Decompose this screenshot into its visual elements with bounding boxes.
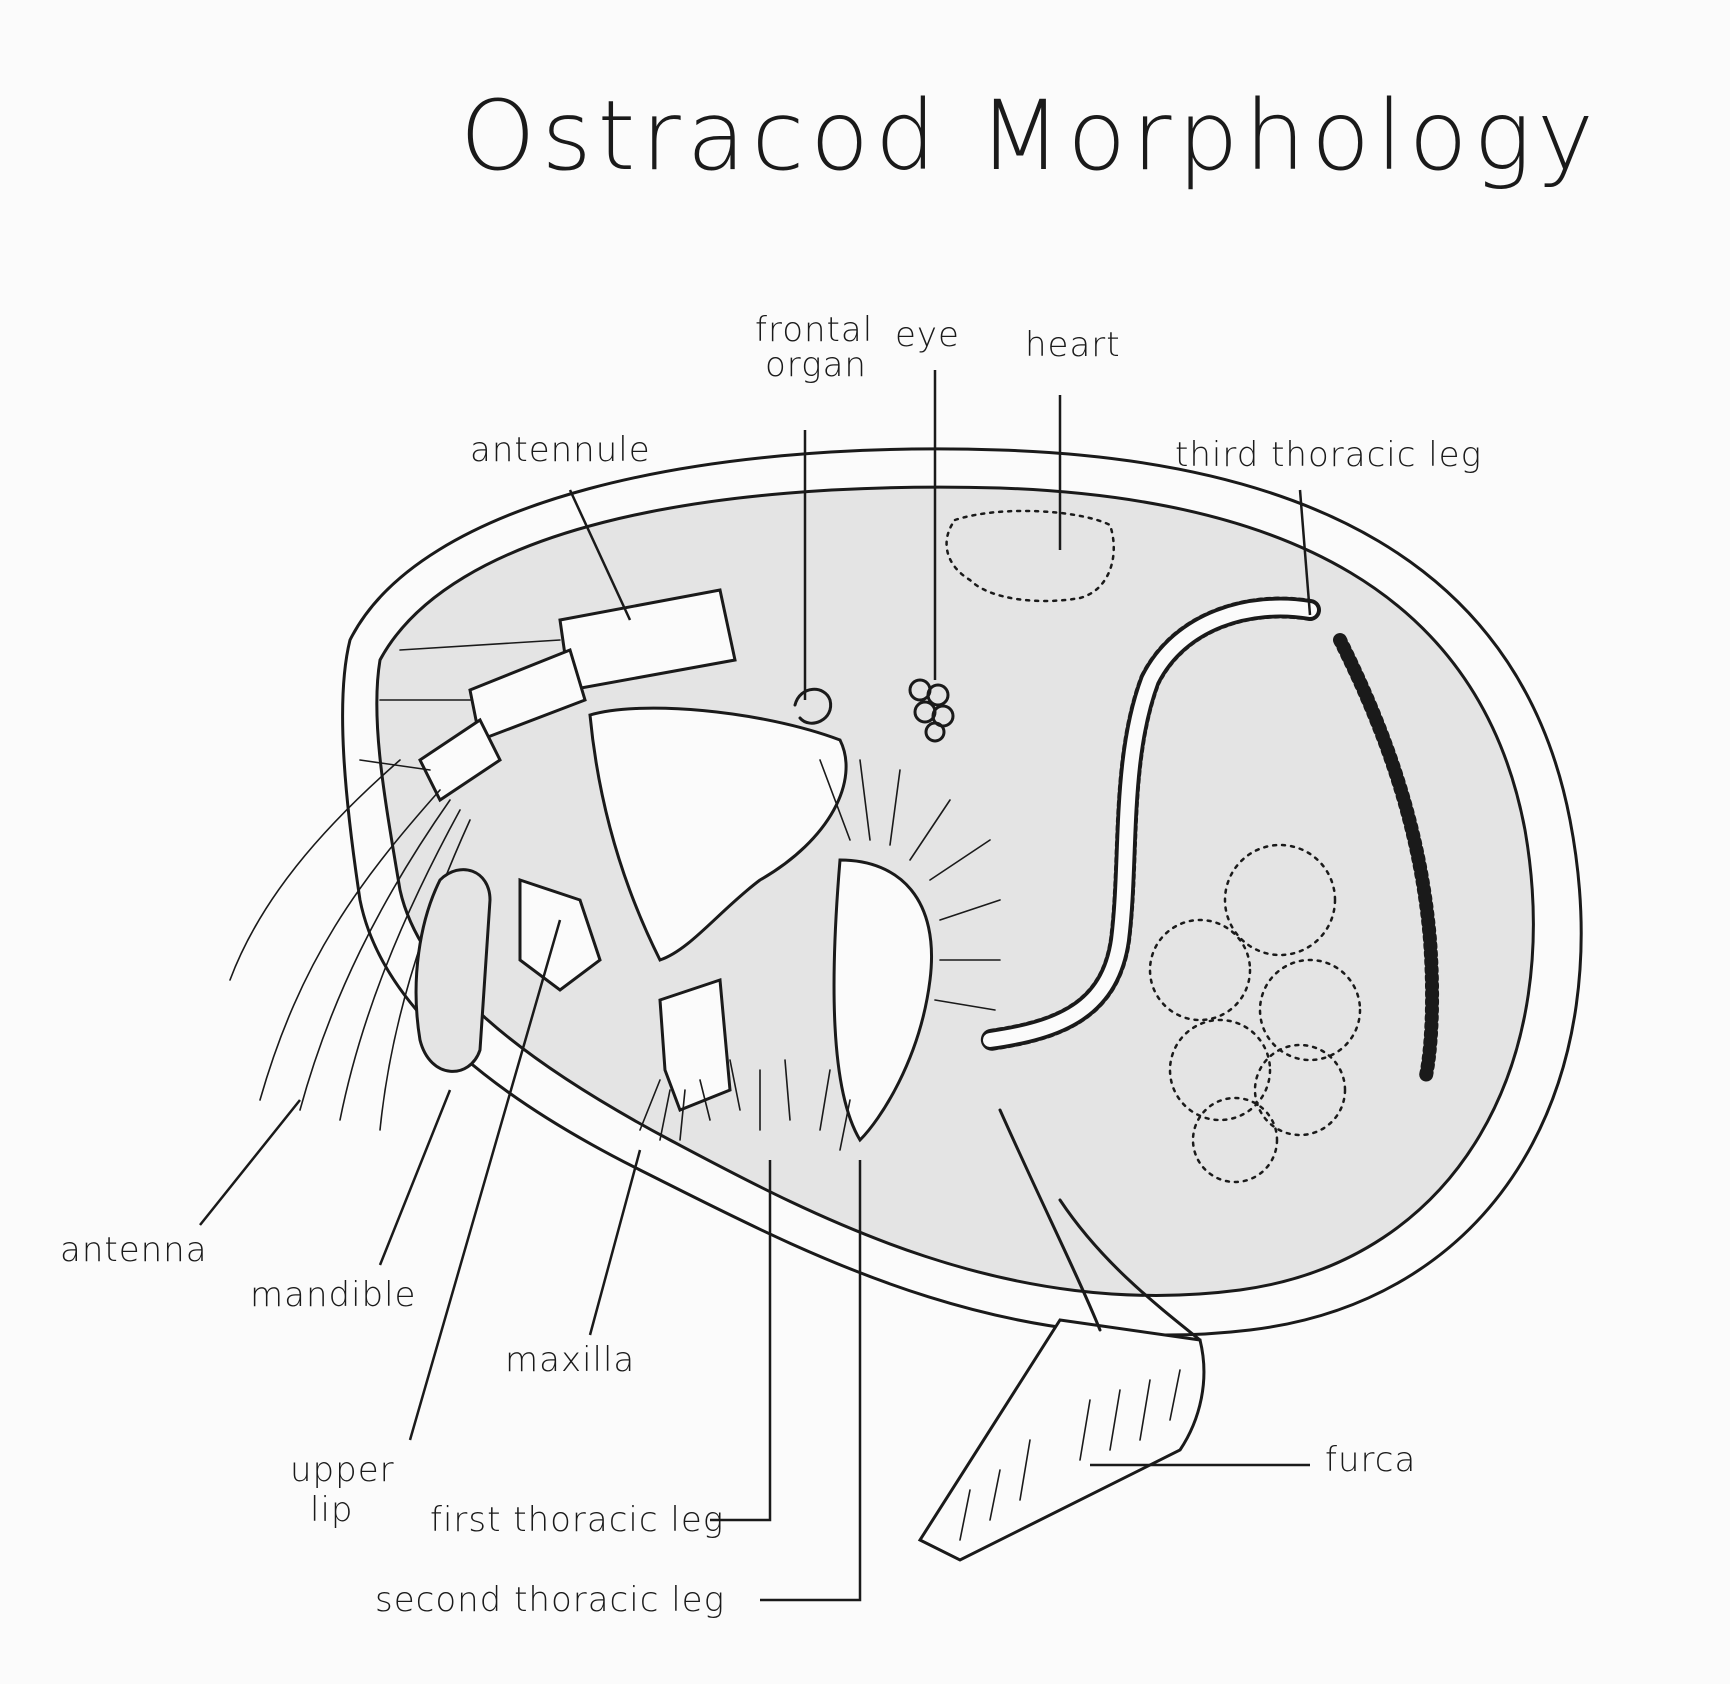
label-antenna: antenna <box>60 1230 208 1270</box>
label-second-thoracic-leg: second thoracic leg <box>375 1580 725 1620</box>
eye-shape <box>908 678 955 743</box>
eggs-cluster <box>1148 843 1362 1184</box>
upper-lip-shape <box>414 868 492 1073</box>
label-third-thoracic-leg: third thoracic leg <box>1175 435 1482 475</box>
label-upper-lip-line1: upper <box>290 1450 395 1490</box>
frontal-organ-shape <box>793 687 833 725</box>
label-mandible: mandible <box>250 1275 417 1315</box>
label-first-thoracic-leg: first thoracic leg <box>430 1500 725 1540</box>
appendages <box>518 759 1001 1151</box>
label-frontal-organ-line1: frontal <box>755 310 874 350</box>
label-maxilla: maxilla <box>505 1340 636 1380</box>
label-frontal-organ-line2: organ <box>765 345 867 385</box>
furca-shape <box>917 1318 1206 1562</box>
label-upper-lip-line2: lip <box>310 1490 354 1530</box>
antennule-structure <box>359 588 737 803</box>
diagram-title: Ostracod Morphology <box>460 80 1600 192</box>
leader-lines <box>199 370 1312 1602</box>
label-furca: furca <box>1325 1440 1417 1480</box>
label-eye: eye <box>895 315 960 355</box>
carapace-outer <box>341 447 1583 1337</box>
head-shield <box>588 706 848 962</box>
label-heart: heart <box>1025 325 1121 365</box>
posterior-ridge <box>1333 633 1440 1087</box>
antenna-setae <box>229 759 471 1131</box>
label-antennule: antennule <box>470 430 651 470</box>
